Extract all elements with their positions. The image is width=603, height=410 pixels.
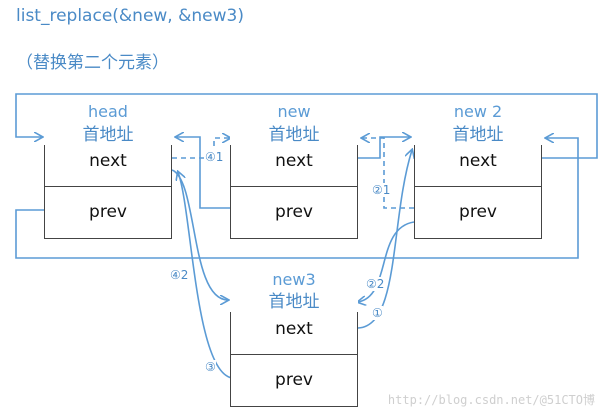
diagram-subtitle: （替换第二个元素） [16,53,169,73]
link-new-prev-to-head [176,137,230,209]
step-label-2-1: ②1 [372,183,391,197]
link-step41-dashed [172,138,230,159]
new-node-box: next prev [230,135,358,239]
new2-node-next: next [415,136,541,187]
new2-node-address: 首地址 [414,125,542,145]
diagram-title: list_replace(&new, &new3) [16,6,244,26]
new3-node-prev: prev [275,370,313,390]
step-label-3: ③ [205,360,216,374]
loop-new2-next-to-head [15,93,598,159]
new-node-prev: prev [275,202,313,222]
head-node-address: 首地址 [44,125,172,145]
new3-node-label: new3 [272,270,316,289]
new3-node-box: next prev [230,303,358,407]
new-node-label: new [277,102,311,121]
step-label-4-1: ④1 [205,150,224,164]
new2-node-box: next prev [414,135,542,239]
step-label-4-2: ④2 [170,268,189,282]
new-node-next: next [231,136,357,187]
new-node-address: 首地址 [230,125,358,145]
link-new-next-to-new2 [358,137,410,159]
new3-node-address: 首地址 [230,292,358,312]
link-step22-new2-to-new3 [358,221,415,302]
link-step3-new3-to-head [178,172,233,379]
head-node-prev: prev [89,202,127,222]
head-node-label: head [88,102,128,121]
link-step1-new3-to-new2 [357,150,412,329]
watermark: http://blog.csdn.net/@51CTO博 [387,393,595,407]
step-label-2-2: ②2 [366,277,385,291]
step-label-1: ① [372,306,383,320]
new2-node-label: new 2 [453,102,503,121]
link-step21-dashed [362,138,414,209]
loop-head-prev-to-new2 [15,138,579,259]
head-node-box: next prev [44,135,172,239]
new2-node-prev: prev [459,202,497,222]
head-node-next: next [45,136,171,187]
new3-node-next: next [231,304,357,355]
